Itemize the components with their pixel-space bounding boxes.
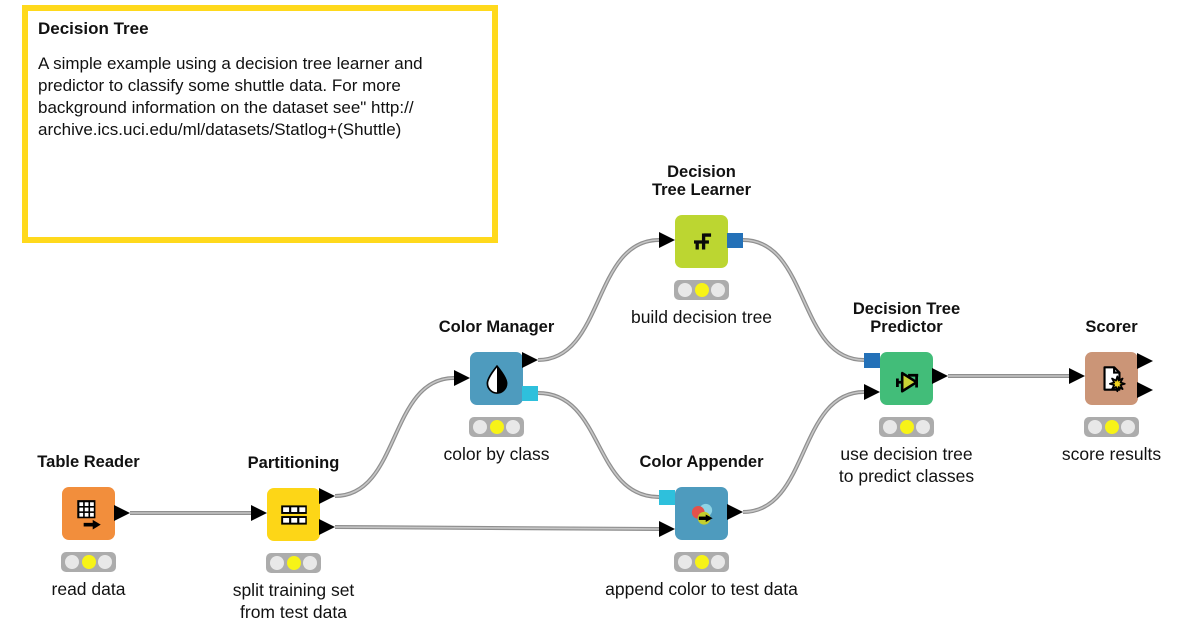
traffic-light-color_manager xyxy=(469,417,524,437)
partitioning-icon xyxy=(280,504,307,525)
node-color_manager[interactable] xyxy=(470,352,523,405)
annotation-title: Decision Tree xyxy=(38,19,149,38)
traffic-dot-on xyxy=(1104,420,1119,434)
traffic-dot-on xyxy=(899,420,914,434)
workflow-annotation[interactable]: Decision Tree A simple example using a d… xyxy=(22,5,498,243)
wire-partitioning-to-color_appender[interactable] xyxy=(334,526,660,530)
traffic-dot-on xyxy=(489,420,504,434)
scorer-out-port-data[interactable] xyxy=(1137,382,1153,398)
color_appender-out-port-data[interactable] xyxy=(727,504,743,520)
annotation-body: A simple example using a decision tree l… xyxy=(38,53,482,141)
traffic-light-color_appender xyxy=(674,552,729,572)
traffic-dot-off xyxy=(711,283,725,297)
traffic-dot-on xyxy=(694,555,709,569)
traffic-dot-off xyxy=(473,420,487,434)
scorer-in-port-data[interactable] xyxy=(1069,368,1085,384)
annotation-body-line: background information on the dataset se… xyxy=(38,98,414,117)
node-dt_learner[interactable] xyxy=(675,215,728,268)
traffic-dot-off xyxy=(916,420,930,434)
dt_predictor-in-port-model[interactable] xyxy=(864,352,880,368)
traffic-dot-on xyxy=(694,283,709,297)
dt_learner-in-port-data[interactable] xyxy=(659,232,675,248)
traffic-light-scorer xyxy=(1084,417,1139,437)
wire-dt_learner-to-dt_predictor[interactable] xyxy=(742,239,865,361)
traffic-dot-off xyxy=(303,556,317,570)
dt_learner-out-port-model[interactable] xyxy=(727,232,743,248)
node-partitioning[interactable] xyxy=(267,488,320,541)
traffic-light-dt_predictor xyxy=(879,417,934,437)
traffic-dot-off xyxy=(98,555,112,569)
table-reader-icon xyxy=(76,499,101,529)
decision-tree-predictor-icon xyxy=(895,371,918,393)
color-manager-icon xyxy=(486,364,507,394)
traffic-dot-off xyxy=(711,555,725,569)
color_appender-in-port-color[interactable] xyxy=(659,489,675,505)
traffic-dot-off xyxy=(65,555,79,569)
color_appender-in-port-data[interactable] xyxy=(659,521,675,537)
wire-color_manager-to-color_appender[interactable] xyxy=(537,392,660,498)
partitioning-out-port-data[interactable] xyxy=(319,488,335,504)
wire-color_manager-to-dt_learner[interactable] xyxy=(537,239,660,361)
node-table_reader[interactable] xyxy=(62,487,115,540)
annotation-body-line: predictor to classify some shuttle data.… xyxy=(38,76,401,95)
traffic-dot-off xyxy=(678,555,692,569)
traffic-dot-off xyxy=(678,283,692,297)
traffic-light-dt_learner xyxy=(674,280,729,300)
traffic-dot-off xyxy=(1121,420,1135,434)
scorer-out-port-data[interactable] xyxy=(1137,353,1153,369)
traffic-light-partitioning xyxy=(266,553,321,573)
color-appender-icon xyxy=(691,503,713,525)
traffic-dot-off xyxy=(883,420,897,434)
dt_predictor-out-port-data[interactable] xyxy=(932,368,948,384)
traffic-dot-off xyxy=(1088,420,1102,434)
wire-partitioning-to-color_manager[interactable] xyxy=(334,377,455,497)
color_manager-out-port-data[interactable] xyxy=(522,352,538,368)
partitioning-out-port-data[interactable] xyxy=(319,519,335,535)
partitioning-in-port-data[interactable] xyxy=(251,505,267,521)
node-scorer[interactable] xyxy=(1085,352,1138,405)
scorer-icon xyxy=(1102,365,1126,392)
traffic-light-table_reader xyxy=(61,552,116,572)
table_reader-out-port-data[interactable] xyxy=(114,505,130,521)
traffic-dot-off xyxy=(270,556,284,570)
traffic-dot-off xyxy=(506,420,520,434)
node-dt_predictor[interactable] xyxy=(880,352,933,405)
node-color_appender[interactable] xyxy=(675,487,728,540)
traffic-dot-on xyxy=(81,555,96,569)
decision-tree-learner-icon xyxy=(693,232,711,249)
traffic-dot-on xyxy=(286,556,301,570)
annotation-body-line: archive.ics.uci.edu/ml/datasets/Statlog+… xyxy=(38,120,402,139)
color_manager-in-port-data[interactable] xyxy=(454,370,470,386)
wire-color_appender-to-dt_predictor[interactable] xyxy=(742,391,865,513)
dt_predictor-in-port-data[interactable] xyxy=(864,384,880,400)
annotation-body-line: A simple example using a decision tree l… xyxy=(38,54,423,73)
color_manager-out-port-color[interactable] xyxy=(522,385,538,401)
